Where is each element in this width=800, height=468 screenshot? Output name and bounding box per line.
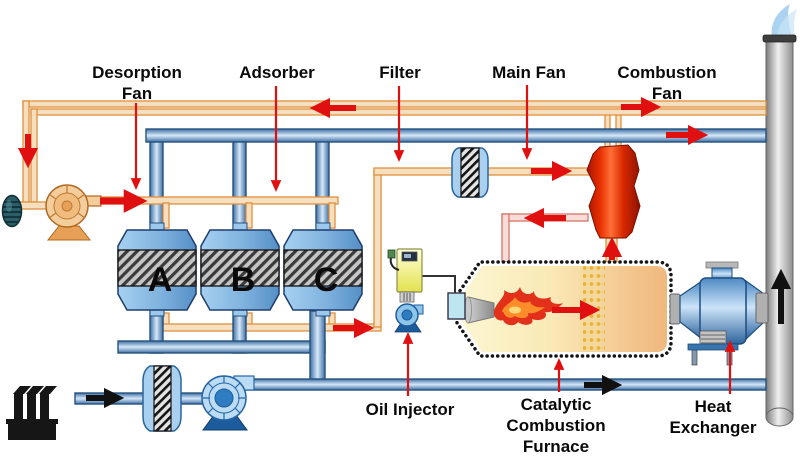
svg-text:Desorption: Desorption (92, 63, 182, 82)
diagram-labels: Desorption Fan Adsorber Filter Main Fan … (92, 63, 757, 456)
adsorber-c-vessel: C (283, 222, 363, 317)
supply-fan-icon (201, 375, 255, 431)
adsorber-b-letter: B (231, 261, 256, 299)
pipe-riser-to-filter (373, 169, 382, 328)
adsorber-vessels: A B C (117, 222, 363, 317)
catalytic-combustion-furnace (455, 260, 673, 358)
label-heat-exchanger: Heat Exchanger (670, 397, 757, 437)
blue-pipes (74, 128, 767, 405)
pipe-left-down-2 (30, 108, 38, 203)
svg-text:Catalytic: Catalytic (521, 395, 592, 414)
adsorber-a-bed (117, 249, 197, 287)
heat-exchanger-unit (669, 261, 769, 366)
intake-louver-icon (1, 194, 23, 228)
adsorber-b-vessel: B (200, 222, 280, 317)
label-oil-injector: Oil Injector (366, 400, 455, 419)
pipe-top-manifold (145, 128, 767, 143)
label-filter: Filter (379, 63, 421, 82)
oil-line (422, 275, 456, 294)
svg-text:Exchanger: Exchanger (670, 418, 757, 437)
label-catalytic-combustion-furnace: Catalytic Combustion Furnace (506, 395, 605, 456)
inlet-filter-icon (142, 365, 182, 432)
black-flow-arrows (86, 268, 792, 409)
pipe-bottom-blue-manifold (117, 340, 326, 354)
svg-text:Heat: Heat (695, 397, 732, 416)
pipe-bottom-main (239, 378, 767, 391)
pipe-big-riser (309, 310, 326, 389)
stack-rim (762, 34, 797, 43)
oil-nozzle-icon (387, 249, 396, 259)
pipe-drop-top-a (162, 202, 170, 229)
pipe-riser-c (315, 135, 330, 230)
pipe-drop-top-c (328, 202, 336, 229)
pink-pipe (501, 213, 589, 263)
label-desorption-fan: Desorption Fan (92, 63, 182, 103)
label-main-fan: Main Fan (492, 63, 566, 82)
label-adsorber: Adsorber (239, 63, 315, 82)
injector-block (447, 292, 466, 320)
adsorber-b-bed (200, 249, 280, 287)
svg-text:Combustion: Combustion (506, 416, 605, 435)
adsorber-c-letter: C (314, 261, 339, 299)
adsorber-a-vessel: A (117, 222, 197, 317)
workshop-icon (6, 386, 58, 440)
svg-text:Combustion: Combustion (617, 63, 716, 82)
svg-text:Fan: Fan (122, 84, 152, 103)
pipe-riser-a (149, 135, 164, 230)
concentrate-filter-icon (451, 147, 489, 198)
desorption-fan-icon (45, 184, 102, 241)
adsorber-a-letter: A (148, 261, 173, 299)
pipe-drop-top-b (245, 202, 253, 229)
red-flow-arrows (17, 96, 709, 339)
svg-text:Furnace: Furnace (523, 437, 589, 456)
label-combustion-fan: Combustion Fan (617, 63, 716, 103)
stack-body (765, 39, 794, 419)
adsorber-c-bed (283, 249, 363, 287)
pipe-riser-b (232, 135, 247, 230)
svg-text:Fan: Fan (652, 84, 682, 103)
main-fan-unit (586, 144, 641, 239)
oil-injector-unit (387, 248, 466, 333)
exhaust-stack (762, 4, 797, 427)
label-pointer-arrows (130, 85, 736, 396)
